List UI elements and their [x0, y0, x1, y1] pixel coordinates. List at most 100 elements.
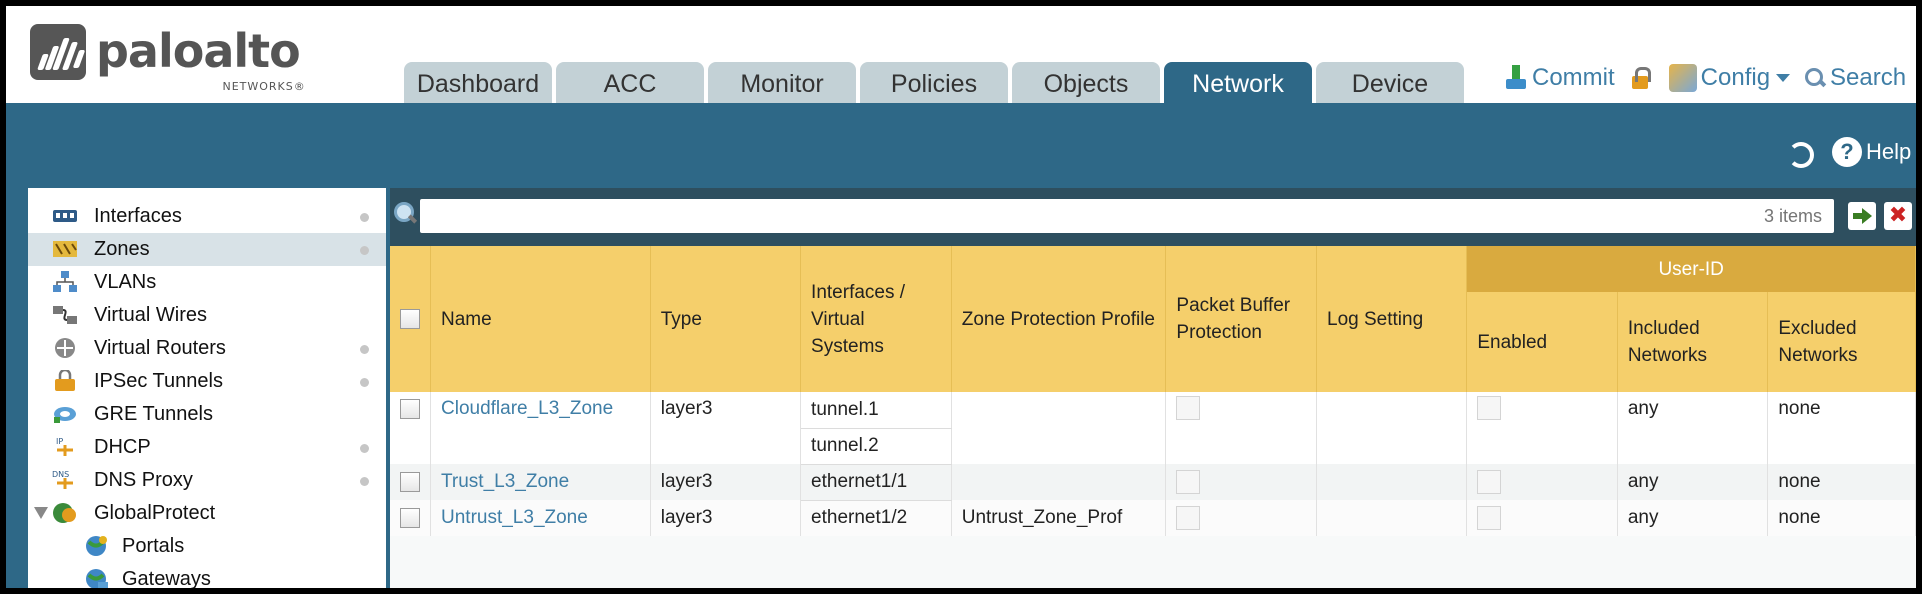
row-checkbox[interactable] [400, 398, 420, 419]
sidebar-item-portals[interactable]: Portals [28, 530, 386, 563]
status-dot-icon [360, 477, 369, 486]
log-setting-cell [1316, 464, 1468, 500]
ipsec-icon [55, 370, 75, 391]
user-id-enabled-checkbox [1477, 396, 1502, 420]
sidebar-item-interfaces[interactable]: Interfaces [28, 200, 386, 233]
select-all-cell [390, 246, 431, 392]
sidebar-item-virtual-routers[interactable]: Virtual Routers [28, 332, 386, 365]
table-row[interactable]: Trust_L3_Zone layer3 ethernet1/1 any non… [390, 464, 1916, 501]
sidebar-item-dhcp[interactable]: IP DHCP [28, 431, 386, 464]
column-header-packet-buffer[interactable]: Packet Buffer Protection [1165, 246, 1318, 392]
sidebar-item-label: GlobalProtect [94, 502, 216, 524]
svg-text:DNS: DNS [52, 470, 69, 479]
sidebar-item-label: IPSec Tunnels [94, 370, 223, 392]
column-header-name[interactable]: Name [430, 246, 651, 392]
config-lock-button[interactable] [1629, 66, 1655, 90]
help-label: Help [1866, 139, 1912, 164]
zone-name-link[interactable]: Cloudflare_L3_Zone [441, 398, 614, 419]
column-header-log-setting[interactable]: Log Setting [1316, 246, 1468, 392]
column-header-enabled[interactable]: Enabled [1466, 292, 1618, 392]
sidebar-item-globalprotect[interactable]: GlobalProtect [28, 497, 386, 530]
logo-mark-icon [30, 24, 86, 80]
zone-protection-cell [951, 464, 1167, 500]
included-networks-cell: any [1617, 392, 1769, 464]
search-icon [1804, 67, 1826, 89]
packet-buffer-cell [1165, 500, 1318, 536]
column-group-user-id: User-ID [1466, 246, 1916, 292]
tab-policies[interactable]: Policies [860, 62, 1008, 103]
row-checkbox[interactable] [400, 471, 420, 492]
brand-name: paloalto [96, 24, 301, 78]
lock-icon [1629, 66, 1651, 90]
packet-buffer-cell [1165, 392, 1318, 464]
tab-monitor[interactable]: Monitor [708, 62, 856, 103]
user-id-enabled-checkbox [1477, 470, 1502, 494]
commit-button[interactable]: Commit [1504, 64, 1615, 92]
sidebar-item-gateways[interactable]: Gateways [28, 563, 386, 588]
search-button[interactable]: Search [1804, 64, 1906, 92]
tab-objects[interactable]: Objects [1012, 62, 1160, 103]
sidebar-item-label: VLANs [94, 271, 157, 293]
sidebar-item-gre-tunnels[interactable]: GRE Tunnels [28, 398, 386, 431]
chevron-down-icon [1776, 74, 1791, 82]
sidebar-item-vlans[interactable]: VLANs [28, 266, 386, 299]
log-setting-cell [1316, 500, 1468, 536]
tab-acc[interactable]: ACC [556, 62, 704, 103]
tab-network[interactable]: Network [1164, 62, 1312, 103]
apply-filter-button[interactable] [1848, 202, 1876, 230]
tab-device[interactable]: Device [1316, 62, 1464, 103]
sidebar-item-ipsec-tunnels[interactable]: IPSec Tunnels [28, 365, 386, 398]
filter-input[interactable] [420, 199, 1834, 233]
packet-buffer-cell [1165, 464, 1318, 500]
column-header-excluded-networks[interactable]: Excluded Networks [1767, 292, 1916, 392]
included-networks-cell: any [1617, 500, 1769, 536]
clear-filter-button[interactable]: ✖ [1884, 202, 1912, 230]
column-header-interfaces[interactable]: Interfaces / Virtual Systems [800, 246, 952, 392]
global-toolbar: Commit Config Search [1504, 64, 1916, 92]
select-all-checkbox[interactable] [400, 309, 420, 330]
tab-dashboard[interactable]: Dashboard [404, 62, 552, 103]
sidebar-item-label: Interfaces [94, 205, 182, 227]
excluded-networks-cell: none [1767, 392, 1916, 464]
enabled-cell [1466, 464, 1618, 500]
user-id-enabled-checkbox [1477, 506, 1502, 530]
zone-protection-cell: Untrust_Zone_Prof [951, 500, 1167, 536]
zones-table: Name Type Interfaces / Virtual Systems Z… [390, 246, 1916, 536]
sidebar-item-virtual-wires[interactable]: Virtual Wires [28, 299, 386, 332]
status-dot-icon [360, 345, 369, 354]
row-select-cell [390, 392, 431, 464]
packet-buffer-checkbox [1176, 470, 1201, 494]
help-icon: ? [1832, 137, 1862, 167]
globe-icon [86, 569, 108, 588]
column-header-type[interactable]: Type [650, 246, 802, 392]
sidebar: Interfaces Zones VLANs Virtual Wires Vir… [28, 188, 386, 588]
table-row[interactable]: Cloudflare_L3_Zone layer3 tunnel.1 any n… [390, 392, 1916, 464]
row-select-cell [390, 464, 431, 500]
column-header-included-networks[interactable]: Included Networks [1617, 292, 1769, 392]
expand-triangle-icon[interactable] [34, 507, 48, 519]
zone-name-link[interactable]: Trust_L3_Zone [441, 471, 570, 492]
zone-protection-cell [951, 392, 1167, 464]
zone-name-cell: Untrust_L3_Zone [430, 500, 651, 536]
status-dot-icon [360, 444, 369, 453]
dhcp-icon: IP [56, 437, 73, 456]
help-button[interactable]: ? Help [1832, 137, 1911, 167]
header: paloalto NETWORKS® Dashboard ACC Monitor… [6, 6, 1916, 103]
zone-name-link[interactable]: Untrust_L3_Zone [441, 507, 588, 528]
config-menu-button[interactable]: Config [1668, 64, 1791, 92]
table-row-continuation: tunnel.2 [390, 428, 1916, 465]
sidebar-item-label: Zones [94, 238, 150, 260]
sidebar-item-dns-proxy[interactable]: DNS DNS Proxy [28, 464, 386, 497]
dns-icon: DNS [52, 470, 73, 489]
sidebar-item-zones[interactable]: Zones [28, 233, 386, 266]
column-header-zone-protection[interactable]: Zone Protection Profile [951, 246, 1167, 392]
excluded-networks-cell: none [1767, 500, 1916, 536]
refresh-icon[interactable] [1788, 142, 1814, 168]
table-row[interactable]: Untrust_L3_Zone layer3 ethernet1/2 Untru… [390, 500, 1916, 536]
svg-text:IP: IP [56, 437, 63, 446]
context-bar: ? Help [6, 103, 1916, 188]
globe-icon [86, 536, 107, 556]
vlans-icon [53, 271, 77, 292]
row-checkbox[interactable] [400, 507, 420, 528]
